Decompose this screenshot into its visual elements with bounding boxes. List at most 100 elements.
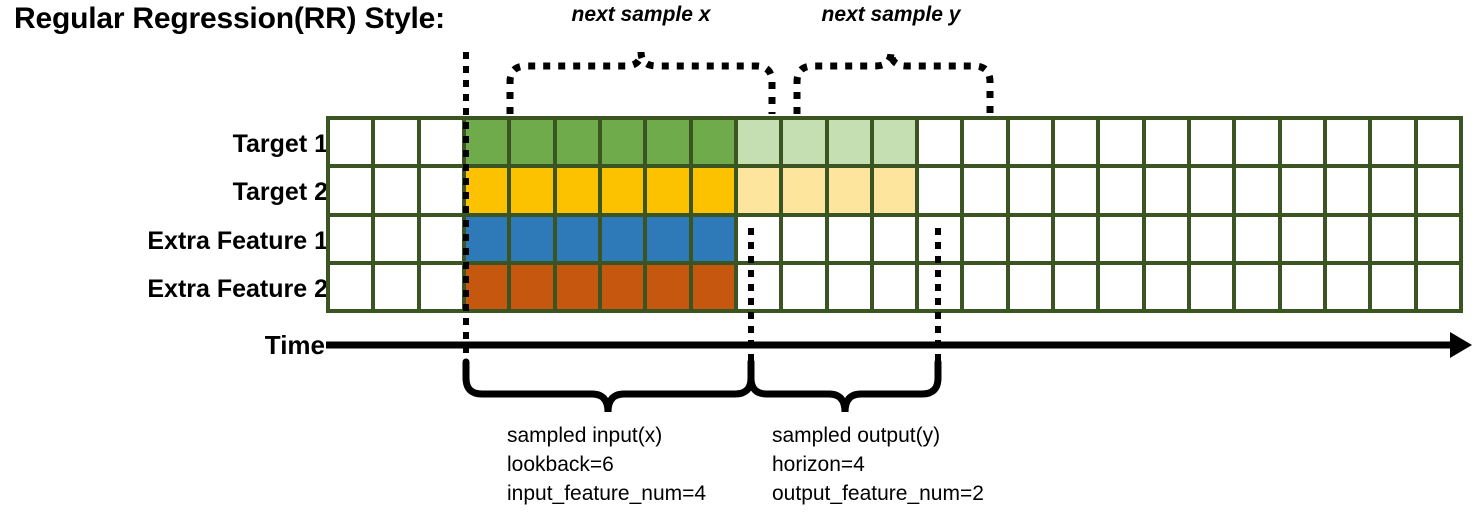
annotation-sampled-input-line-3: input_feature_num=4 [507, 482, 707, 505]
grid-cell [601, 264, 644, 309]
grid-cell [828, 120, 870, 165]
grid-cell [1191, 264, 1233, 309]
grid-cell [1009, 216, 1052, 261]
grid-cell [692, 168, 734, 213]
grid-cell [330, 168, 372, 213]
brace-next-sample-x [506, 51, 776, 114]
grid-cell [375, 168, 417, 213]
grid-cell [1372, 168, 1414, 213]
grid-cell [375, 120, 417, 165]
grid-cell [556, 120, 598, 165]
grid-cell [1417, 264, 1459, 309]
grid-cell [1281, 216, 1324, 261]
grid-cell [1145, 216, 1188, 261]
annotation-sampled-input: sampled input(x) lookback=6 input_featur… [507, 421, 706, 508]
grid-cell [1372, 216, 1414, 261]
grid-cell [465, 216, 508, 261]
grid-cell [692, 120, 734, 165]
grid-cell [511, 216, 553, 261]
annotation-next-sample-y: next sample y [821, 3, 961, 26]
grid-cell [1191, 168, 1233, 213]
row-label-extra-feature-2: Extra Feature 2 [147, 275, 328, 303]
grid-cell [1009, 168, 1052, 213]
annotation-sampled-output: sampled output(y) horizon=4 output_featu… [772, 421, 984, 508]
grid-cell [1236, 216, 1278, 261]
grid-cell [1281, 264, 1324, 309]
grid-cell [1100, 120, 1142, 165]
grid-cell [1327, 216, 1369, 261]
grid-cell [873, 120, 916, 165]
grid-cell [647, 168, 689, 213]
grid-cell [1191, 120, 1233, 165]
brace-next-sample-y [793, 51, 994, 114]
brace-sampled-output [747, 358, 942, 413]
grid-cell [919, 120, 961, 165]
page-title: Regular Regression(RR) Style: [14, 2, 445, 35]
grid-cell [330, 120, 372, 165]
grid-cell [647, 120, 689, 165]
grid-cell [1055, 168, 1097, 213]
grid-cell [556, 216, 598, 261]
grid-cell [737, 264, 780, 309]
grid-cell [1191, 216, 1233, 261]
annotation-sampled-output-line-1: sampled output(y) [772, 424, 941, 447]
grid-cell [556, 168, 598, 213]
grid-cell [375, 264, 417, 309]
grid-cell [1055, 216, 1097, 261]
annotation-sampled-input-line-2: lookback=6 [507, 453, 614, 476]
grid-cell [964, 120, 1006, 165]
row-label-extra-feature-1: Extra Feature 1 [147, 227, 328, 255]
grid-cell [375, 216, 417, 261]
table-row [330, 216, 1459, 261]
grid-cell [1417, 216, 1459, 261]
grid-cell [647, 264, 689, 309]
grid-cell [1009, 264, 1052, 309]
annotation-sampled-input-line-1: sampled input(x) [507, 424, 663, 447]
grid-cell [919, 216, 961, 261]
grid-cell [420, 168, 462, 213]
grid-cell [1055, 264, 1097, 309]
grid-cell [1145, 120, 1188, 165]
grid-cell [420, 216, 462, 261]
grid-cell [1281, 120, 1324, 165]
grid-cell [601, 216, 644, 261]
grid-cell [420, 120, 462, 165]
grid-cell [873, 216, 916, 261]
grid-cell [1236, 120, 1278, 165]
grid-cell [1417, 168, 1459, 213]
grid-cell [465, 168, 508, 213]
grid-cell [783, 168, 825, 213]
grid-cell [1145, 168, 1188, 213]
grid-cell [964, 264, 1006, 309]
grid-cell [737, 168, 780, 213]
grid-cell [556, 264, 598, 309]
grid-cell [783, 216, 825, 261]
grid-cell [873, 168, 916, 213]
grid-cell [465, 120, 508, 165]
brace-sampled-input [462, 358, 755, 413]
annotation-next-sample-x: next sample x [571, 3, 711, 26]
grid-cell [1327, 264, 1369, 309]
grid-cell [964, 216, 1006, 261]
grid-cell [330, 216, 372, 261]
table-row [330, 264, 1459, 309]
grid-cell [511, 120, 553, 165]
grid-cell [828, 216, 870, 261]
grid-cell [737, 216, 780, 261]
grid-cell [783, 264, 825, 309]
annotation-sampled-output-line-2: horizon=4 [772, 453, 865, 476]
grid-cell [1100, 264, 1142, 309]
time-axis-arrow [326, 332, 1472, 358]
grid-cell [919, 264, 961, 309]
grid-cell [828, 168, 870, 213]
grid-cell [1372, 264, 1414, 309]
grid-cell [1327, 168, 1369, 213]
grid-cell [964, 168, 1006, 213]
grid-cell [873, 264, 916, 309]
grid-cell [601, 168, 644, 213]
annotation-sampled-output-line-3: output_feature_num=2 [772, 482, 984, 505]
grid-cell [1145, 264, 1188, 309]
table-row [330, 168, 1459, 213]
grid-cell [1009, 120, 1052, 165]
